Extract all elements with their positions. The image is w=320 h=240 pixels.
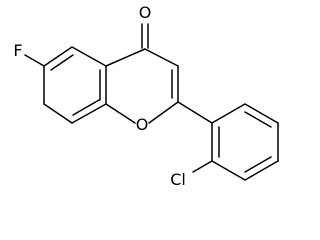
bond <box>211 103 246 124</box>
pyranone-ring <box>105 48 179 124</box>
bond <box>71 46 107 67</box>
bond <box>211 160 246 181</box>
carbonyl-oxygen-label: O <box>139 3 152 22</box>
bond <box>105 103 136 124</box>
double-bond-inner <box>50 54 74 71</box>
bond <box>148 101 179 124</box>
bond <box>144 48 179 67</box>
bond <box>177 101 213 124</box>
fluorine-label: F <box>13 41 22 60</box>
double-bond-inner <box>244 111 272 128</box>
chlorine-label: Cl <box>170 170 186 189</box>
bond <box>105 48 146 67</box>
double-bond-inner <box>72 99 100 116</box>
bond <box>71 103 107 124</box>
chlorophenyl-ring <box>211 103 279 181</box>
bond <box>244 160 279 181</box>
bond <box>192 160 213 173</box>
carbonyl-bond <box>141 23 149 49</box>
bond <box>43 46 73 67</box>
molecule-structure-diagram: O O F Cl <box>13 3 279 189</box>
bond <box>244 103 279 124</box>
double-bond-inner <box>244 156 272 173</box>
bond <box>43 103 73 124</box>
bond <box>24 54 45 67</box>
ring-oxygen-label: O <box>136 115 149 134</box>
benzo-ring <box>43 46 107 124</box>
